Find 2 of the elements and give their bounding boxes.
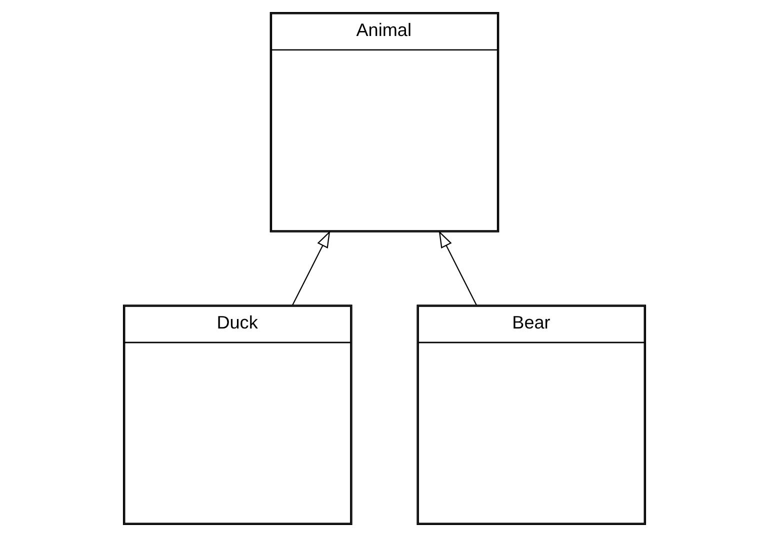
arrow <box>438 230 476 306</box>
arrow <box>292 230 330 306</box>
